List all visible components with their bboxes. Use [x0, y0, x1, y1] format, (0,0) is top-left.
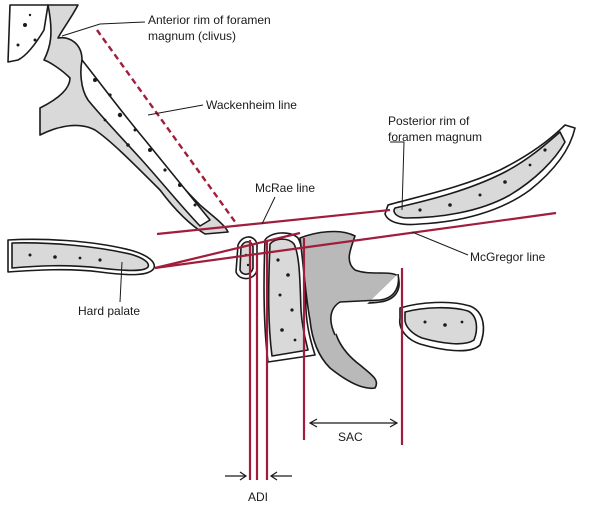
- wackenheim-leader: [147, 104, 204, 116]
- adi-label: ADI: [248, 490, 268, 504]
- posterior-rim-label-line-2: foramen magnum: [388, 130, 482, 144]
- anterior-rim-label-line-1: Anterior rim of foramen: [148, 13, 271, 27]
- adi-arrows: [225, 471, 292, 481]
- palate-to-dens-line: [154, 231, 301, 270]
- posterior-rim-label-line-1: Posterior rim of: [388, 114, 470, 128]
- wackenheim-label: Wackenheim line: [206, 98, 297, 112]
- anterior-rim-label-line-2: magnum (clivus): [148, 29, 236, 43]
- occipital-posterior-bone: [384, 124, 576, 226]
- clivus-bone: [7, 4, 229, 235]
- wackenheim-line: [96, 29, 239, 227]
- mcrae-line: [156, 208, 391, 236]
- sac-label: SAC: [338, 430, 363, 444]
- anterior-rim-label: Anterior rim of foramen magnum (clivus): [148, 13, 274, 43]
- sac-arrow: [308, 418, 399, 428]
- hard-palate-label: Hard palate: [78, 304, 140, 318]
- posterior-rim-leader: [390, 141, 405, 211]
- mcgregor-label: McGregor line: [470, 250, 546, 264]
- mcgregor-line: [154, 211, 557, 270]
- hard-palate-leader: [119, 261, 123, 303]
- hard-palate-bone: [7, 238, 156, 276]
- anterior-rim-leader: [61, 21, 146, 37]
- posterior-rim-label: Posterior rim of foramen magnum: [388, 114, 482, 144]
- mcrae-label: McRae line: [255, 181, 315, 195]
- mcgregor-leader: [411, 231, 469, 256]
- axis-posterior-elements: [299, 230, 485, 390]
- mcrae-leader: [261, 196, 276, 225]
